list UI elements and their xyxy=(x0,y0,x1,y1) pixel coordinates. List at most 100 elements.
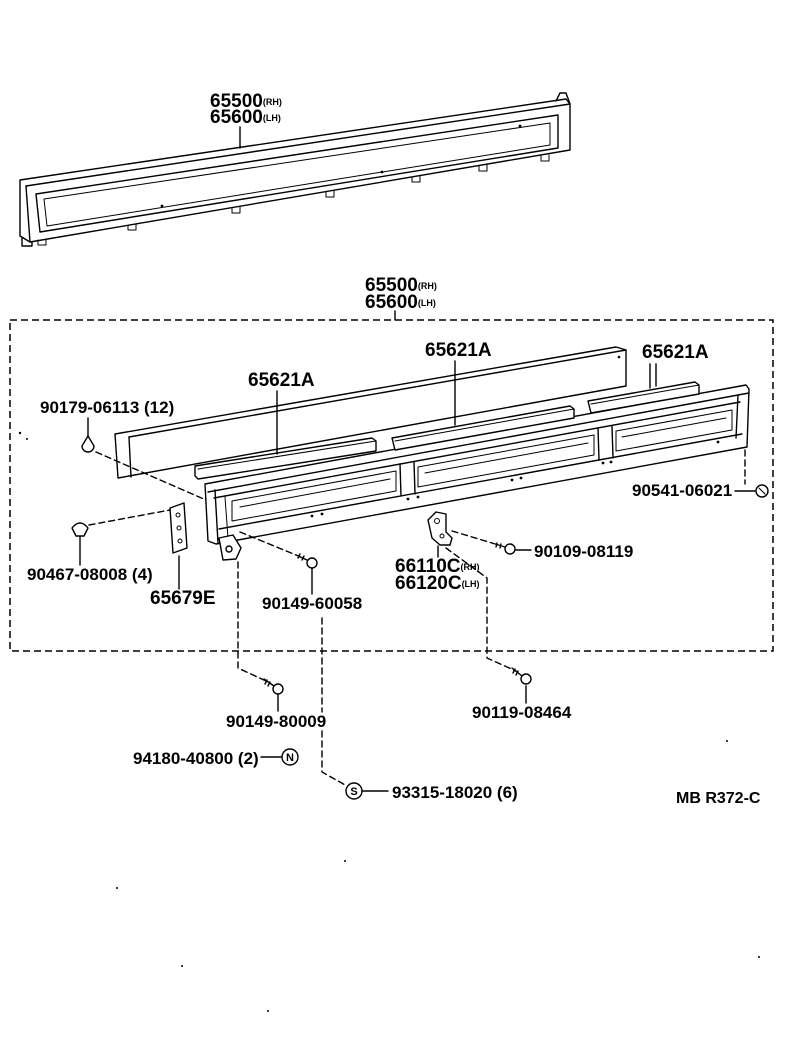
upper-panel-tab xyxy=(325,190,335,198)
bracket-body xyxy=(427,511,453,546)
frame-screw-shank xyxy=(295,553,308,561)
door-frame-hole xyxy=(519,476,523,480)
right-bolt xyxy=(734,449,769,498)
upper-panel-hook xyxy=(555,92,571,105)
door-frame-window xyxy=(231,470,397,522)
door-frame-hole xyxy=(716,440,720,444)
scan-speck xyxy=(267,1010,269,1012)
bracket-screw-head-icon xyxy=(504,543,516,555)
clip xyxy=(71,509,171,566)
upper-panel-hole xyxy=(160,204,164,208)
upper-panel-top-lip xyxy=(25,103,571,187)
upper-panel-tab xyxy=(37,238,47,246)
weatherstrip-left xyxy=(194,437,377,480)
upper-panel-rh-label: 65500(RH) xyxy=(210,91,282,112)
weatherstrip-center xyxy=(391,405,575,451)
scan-speck xyxy=(344,860,346,862)
upper-panel-tab xyxy=(540,154,550,162)
retainer-label: 65679E xyxy=(150,588,216,609)
strip-left-label: 65621A xyxy=(248,370,315,391)
frame-screw-head-icon xyxy=(306,557,318,569)
door-frame-right-post xyxy=(735,394,739,439)
retainer-hole xyxy=(177,538,183,544)
upper-panel-inner-border xyxy=(35,114,559,233)
upper-panel-foot xyxy=(21,237,33,247)
rear-plank-end-edge xyxy=(128,436,132,478)
bracket xyxy=(427,511,453,558)
rear-plank-outline xyxy=(114,346,627,479)
clip-dashed-path xyxy=(88,509,171,526)
lower-bracket-screw-dashed-path xyxy=(445,547,517,672)
clip-label: 90467-08008 (4) xyxy=(27,565,153,584)
lower-frame-screw-shank xyxy=(263,678,275,687)
lower-frame-screw-dashed-path xyxy=(237,561,267,682)
bracket-screw-label: 90109-08119 xyxy=(534,542,633,561)
scan-speck xyxy=(758,956,760,958)
door-frame-divider xyxy=(597,425,614,461)
cap-fastener-label: 90179-06113 (12) xyxy=(40,398,174,417)
lower-bracket-screw xyxy=(445,547,532,704)
hinge-bracket xyxy=(218,534,242,561)
upper-panel-left-end xyxy=(25,185,31,243)
drawing-code: MB R372-C xyxy=(676,790,761,807)
retainer-body xyxy=(169,502,188,554)
scan-specks xyxy=(18,431,760,1012)
scan-speck xyxy=(116,887,118,889)
retainer-hole xyxy=(175,512,181,518)
bracket-rh-label: 66110C(RH) xyxy=(395,556,480,577)
retainer xyxy=(169,502,188,590)
upper-panel-hole xyxy=(380,170,384,174)
door-frame-top-rail xyxy=(207,392,750,493)
door-frame-window xyxy=(615,409,733,452)
door-frame-lower-rail xyxy=(218,433,743,530)
upper-panel-tab xyxy=(478,164,488,172)
bracket-screw-dashed-path xyxy=(451,530,493,544)
upper-panel-lh-label: 65600(LH) xyxy=(210,107,281,128)
nut-label: 94180-40800 (2) xyxy=(133,749,259,768)
upper-panel-tab xyxy=(411,175,421,183)
assembly-rh-label: 65500(RH) xyxy=(365,275,437,296)
bracket-lh-label: 66120C(LH) xyxy=(395,573,480,594)
screw-symbol: S xyxy=(350,786,357,798)
screw-set-dashed-path xyxy=(321,617,348,787)
door-frame-hole xyxy=(609,460,613,464)
bracket-hole xyxy=(439,533,445,539)
scan-speck xyxy=(26,438,28,440)
upper-panel-hole xyxy=(518,124,522,128)
screw-set-label: 93315-18020 (6) xyxy=(392,783,518,802)
lower-frame-screw-label: 90149-80009 xyxy=(226,712,326,731)
door-frame-hole xyxy=(310,514,314,518)
door-frame-left-post xyxy=(214,489,219,544)
retainer-hole xyxy=(176,525,182,531)
rear-plank-hole xyxy=(617,355,621,359)
lower-frame-screw-head-icon xyxy=(272,683,284,695)
door-frame-window-detail xyxy=(424,442,589,474)
upper-panel xyxy=(19,92,571,247)
upper-panel-inner-face xyxy=(43,122,551,227)
door-frame-hole xyxy=(406,497,410,501)
strip-center-label: 65621A xyxy=(425,340,492,361)
door-frame-divider xyxy=(399,461,416,497)
bracket-screw-shank xyxy=(491,542,506,549)
upper-panel-tab xyxy=(231,206,241,214)
frame-screw-label: 90149-60058 xyxy=(262,594,362,613)
door-frame-left-post-inner xyxy=(224,496,229,539)
lower-bracket-screw-label: 90119-08464 xyxy=(472,703,572,722)
strip-right-leader xyxy=(649,363,657,389)
assembly-dashed-box xyxy=(9,319,774,652)
cap-fastener-icon xyxy=(81,435,95,453)
hinge-bracket-hole xyxy=(225,545,233,553)
scan-speck xyxy=(726,740,728,742)
rear-plank xyxy=(114,346,627,479)
upper-panel-outline xyxy=(19,98,571,243)
door-frame-hole xyxy=(601,461,605,465)
cap-fastener-dashed-path xyxy=(95,451,207,501)
assembly-lh-label: 65600(LH) xyxy=(365,292,436,313)
scan-speck xyxy=(181,965,183,967)
door-frame-window-detail xyxy=(621,417,727,438)
bracket-screw xyxy=(451,530,532,555)
weatherstrip-center-edge xyxy=(394,408,575,442)
right-bolt-head-slot xyxy=(758,487,766,495)
frame-screw-dashed-path xyxy=(239,531,297,556)
